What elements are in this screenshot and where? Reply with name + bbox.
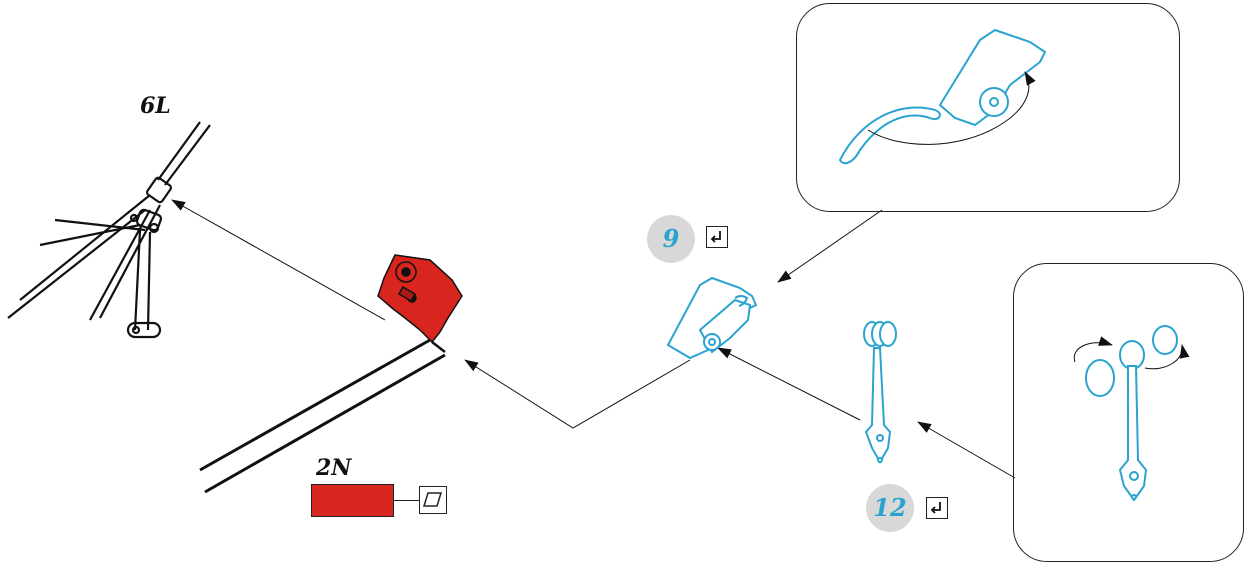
part-ref-label: 2N [316,455,352,481]
detail-callout-bottom [1013,263,1244,562]
step-number-b: 12 [873,493,907,522]
frame-ref-label: 6L [140,93,171,119]
cam-blue-drawing [666,276,758,360]
callout-top-rotation [867,71,1036,145]
return-arrow-icon [706,226,728,248]
step-badge-a: 9 [647,215,695,263]
derailleur-red-drawing [377,254,463,353]
chainstay-drawing [199,338,446,494]
swatch-connector-line [394,500,419,501]
callout-top-drawing [838,28,1047,165]
lever-blue-drawing [863,321,897,465]
connector-lines [171,199,1016,479]
callout-bottom-rotation [1073,336,1190,370]
step-number-a: 9 [662,224,680,253]
callout-bottom-drawing [1085,325,1178,502]
detail-callout-top [796,3,1180,212]
step-badge-b: 12 [866,484,914,532]
part-color-swatch [311,484,394,517]
return-arrow-icon [926,497,948,519]
parallelogram-icon [419,486,447,514]
bike-frame-drawing [7,121,211,339]
